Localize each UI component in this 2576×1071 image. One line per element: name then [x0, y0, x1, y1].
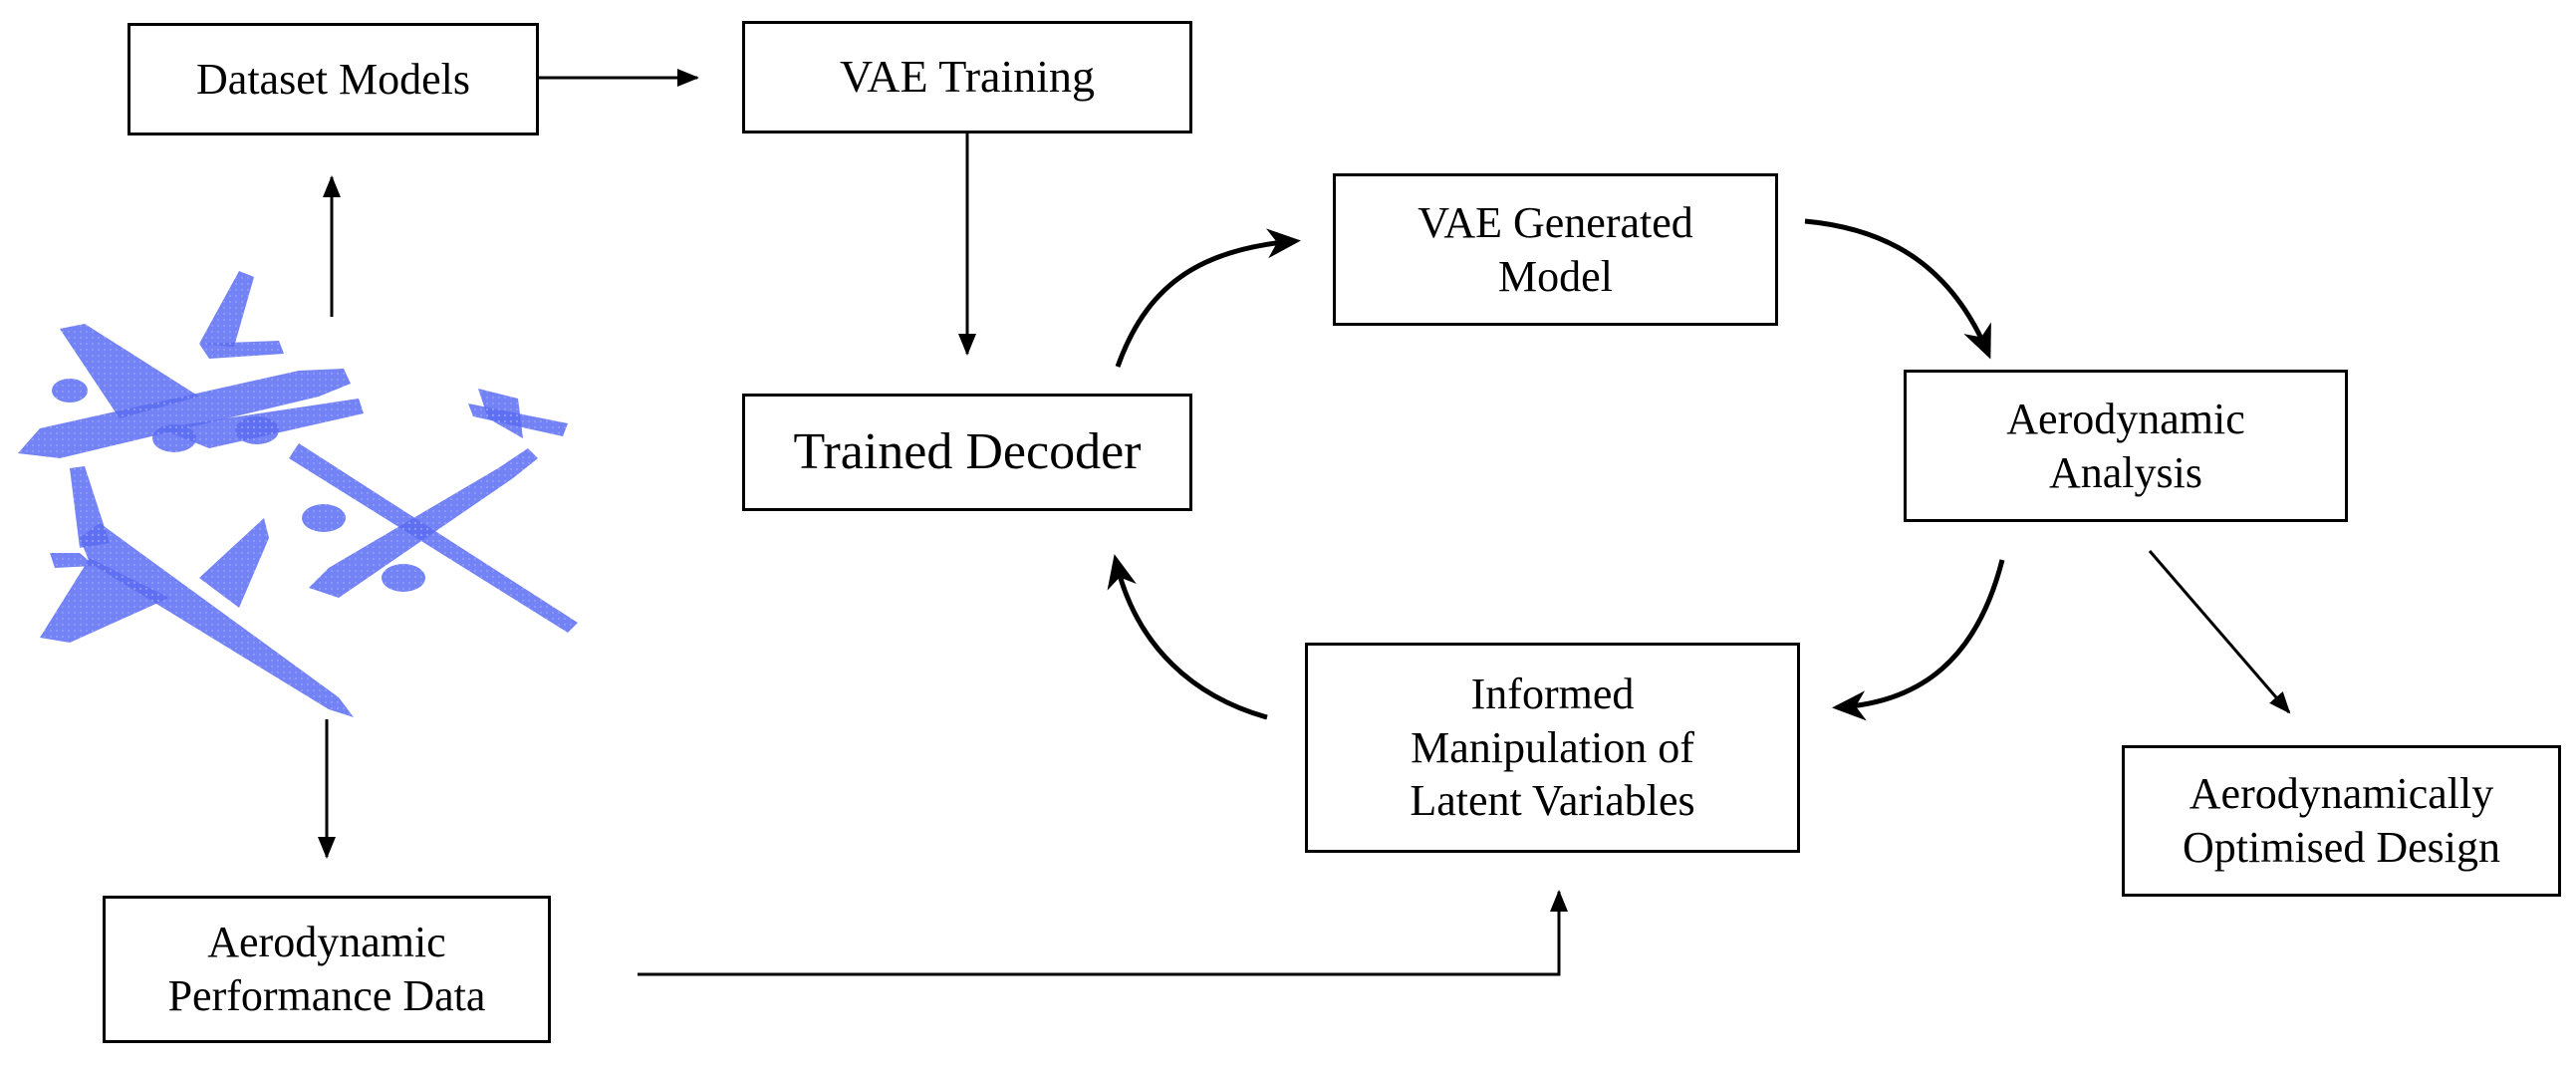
turboprop-engine-2 — [382, 564, 425, 592]
edge-analysis-to-latent — [1832, 559, 2005, 721]
fighter-tail-2 — [50, 553, 95, 568]
edge-perf-to-latent — [638, 890, 1568, 976]
node-latent-line-3: Latent Variables — [1410, 776, 1695, 826]
node-vae-generated-line-2: Model — [1498, 251, 1613, 301]
node-latent-manipulation: Informed Manipulation of Latent Variable… — [1305, 643, 1800, 853]
edge-decoder-to-generated — [1115, 228, 1301, 368]
turboprop-stabilizer — [468, 403, 568, 436]
edge-analysis-to-optimised — [2148, 550, 2291, 714]
node-perf-line-2: Performance Data — [167, 971, 486, 1020]
fighter-fuselage — [80, 523, 354, 717]
turboprop-engine-1 — [302, 504, 346, 532]
airliner-engine-1 — [152, 424, 196, 452]
node-vae-training: VAE Training — [742, 21, 1192, 134]
fighter-wing-right — [199, 518, 269, 608]
turboprop-fuselage — [309, 448, 538, 598]
node-optimised-design: Aerodynamically Optimised Design — [2122, 745, 2561, 897]
fighter-tail-1 — [70, 466, 110, 548]
node-vae-generated-line-1: VAE Generated — [1417, 197, 1693, 247]
airliner-tail — [199, 271, 254, 347]
node-aero-analysis-line-1: Aerodynamic — [2006, 394, 2245, 443]
node-perf-line-1: Aerodynamic — [207, 918, 446, 967]
fighter-wing-left — [40, 558, 169, 643]
node-dataset-models-label: Dataset Models — [196, 54, 470, 104]
node-latent-line-2: Manipulation of — [1411, 722, 1694, 772]
node-latent-line-1: Informed — [1470, 669, 1635, 718]
node-trained-decoder-label: Trained Decoder — [793, 423, 1142, 481]
airliner-fuselage — [18, 369, 351, 458]
airliner-engine-3 — [52, 379, 88, 402]
airliner-stabilizer — [199, 341, 284, 359]
node-aerodynamic-analysis: Aerodynamic Analysis — [1904, 370, 2348, 522]
edge-latent-to-decoder — [1107, 554, 1268, 720]
node-vae-training-label: VAE Training — [839, 51, 1096, 103]
airliner-wing-front — [60, 324, 199, 418]
node-optimised-line-1: Aerodynamically — [2189, 769, 2494, 819]
edge-generated-to-analysis — [1804, 218, 1991, 360]
node-performance-data: Aerodynamic Performance Data — [103, 896, 551, 1043]
node-dataset-models: Dataset Models — [128, 23, 539, 135]
node-trained-decoder: Trained Decoder — [742, 394, 1192, 511]
turboprop-wing — [289, 443, 578, 633]
airliner-engine-2 — [235, 416, 279, 444]
node-vae-generated-model: VAE Generated Model — [1333, 173, 1778, 326]
node-optimised-line-2: Optimised Design — [2183, 823, 2500, 872]
node-aero-analysis-line-2: Analysis — [2049, 447, 2202, 497]
